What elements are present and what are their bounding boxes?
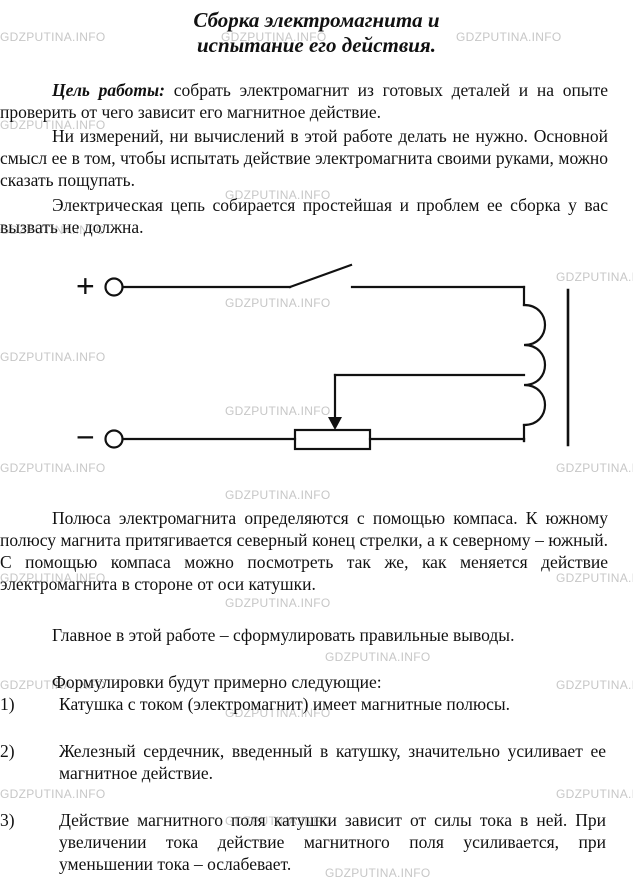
watermark: GDZPUTINA.INFO: [556, 787, 633, 801]
watermark: GDZPUTINA.INFO: [556, 571, 633, 585]
watermark: GDZPUTINA.INFO: [0, 787, 106, 801]
list-item-text: Катушка с током (электромагнит) имеет ма…: [59, 694, 511, 714]
list-item: 3) Действие магнитного поля катушки зави…: [0, 809, 606, 875]
watermark: GDZPUTINA.INFO: [456, 30, 562, 44]
watermark: GDZPUTINA.INFO: [556, 678, 633, 692]
watermark: GDZPUTINA.INFO: [0, 30, 106, 44]
list-item: 2) Железный сердечник, введенный в катуш…: [0, 740, 606, 784]
watermark: GDZPUTINA.INFO: [225, 188, 331, 202]
watermark: GDZPUTINA.INFO: [225, 488, 331, 502]
switch-blade: [288, 263, 353, 289]
rheostat-body: [293, 428, 372, 451]
coil: [522, 303, 547, 427]
watermark: GDZPUTINA.INFO: [225, 404, 331, 418]
goal-text: собрать электромагнит из готовых деталей…: [0, 80, 608, 122]
page-title: Сборка электромагнита и испытание его де…: [0, 8, 633, 58]
watermark: GDZPUTINA.INFO: [0, 223, 106, 237]
watermark: GDZPUTINA.INFO: [225, 596, 331, 610]
goal-lead: Цель работы:: [52, 80, 166, 100]
title-line-2: испытание его действия.: [196, 33, 437, 57]
watermark: GDZPUTINA.INFO: [0, 350, 106, 364]
list-item-number: 2): [0, 741, 15, 761]
plus-label: +: [76, 268, 95, 304]
minus-label: −: [76, 419, 95, 455]
title-line-1: Сборка электромагнита и: [193, 8, 440, 32]
list-item-number: 3): [0, 810, 15, 830]
negative-terminal: [104, 429, 124, 449]
list-item-number: 1): [0, 694, 15, 714]
rheostat-slider-arrow: [328, 417, 342, 430]
watermark: GDZPUTINA.INFO: [556, 270, 633, 284]
watermark: GDZPUTINA.INFO: [0, 678, 106, 692]
main-paragraph: Главное в этой работе – сформулировать п…: [52, 625, 515, 645]
watermark: GDZPUTINA.INFO: [325, 650, 431, 664]
circuit-paragraph: Электрическая цепь собирается простейшая…: [0, 195, 608, 237]
formulations-intro: Формулировки будут примерно следующие:: [52, 672, 382, 692]
watermark: GDZPUTINA.INFO: [0, 118, 106, 132]
list-item: 1) Катушка с током (электромагнит) имеет…: [0, 693, 606, 715]
list-item-text: Действие магнитного поля катушки зависит…: [59, 810, 606, 874]
circuit-diagram: + −: [76, 263, 570, 455]
watermark: GDZPUTINA.INFO: [225, 296, 331, 310]
watermark: GDZPUTINA.INFO: [0, 461, 106, 475]
goal-paragraph: Цель работы: собрать электромагнит из го…: [0, 79, 608, 123]
positive-terminal: [104, 277, 124, 297]
list-item-text: Железный сердечник, введенный в катушку,…: [59, 741, 606, 783]
watermark: GDZPUTINA.INFO: [0, 571, 106, 585]
watermark: GDZPUTINA.INFO: [556, 461, 633, 475]
watermark: GDZPUTINA.INFO: [225, 814, 331, 828]
watermark: GDZPUTINA.INFO: [221, 30, 327, 44]
watermark: GDZPUTINA.INFO: [325, 866, 431, 880]
no-measurements-paragraph: Ни измерений, ни вычислений в этой работ…: [0, 126, 608, 190]
watermark: GDZPUTINA.INFO: [225, 706, 331, 720]
poles-paragraph: Полюса электромагнита определяются с пом…: [0, 508, 608, 594]
